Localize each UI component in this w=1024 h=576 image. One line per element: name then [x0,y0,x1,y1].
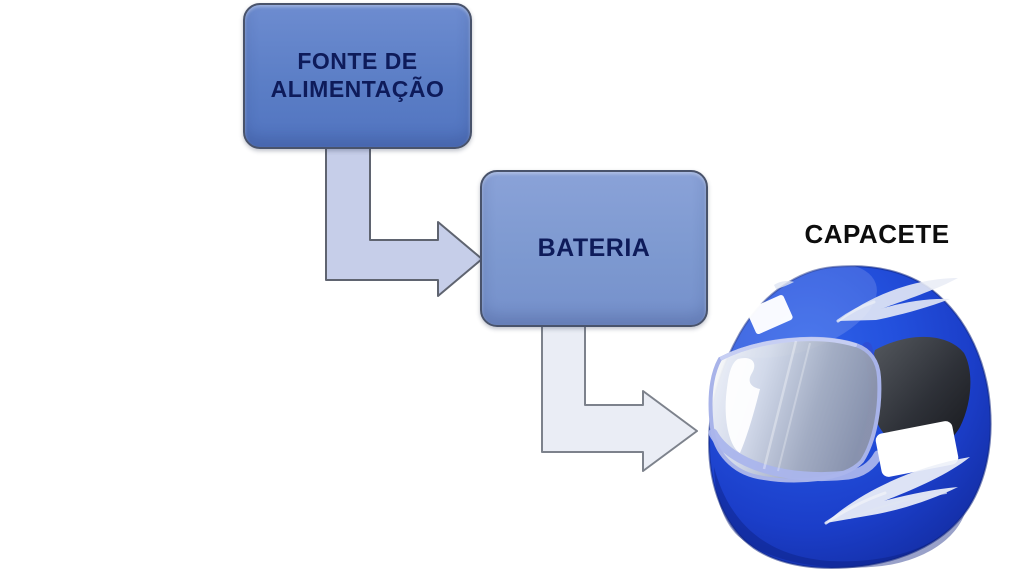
helmet-sticker-side [875,421,959,477]
helmet-chin-shadow [714,467,965,568]
helmet-visor-reflection [725,357,760,453]
helmet-graphic-bottom [824,457,970,525]
helmet-visor-rim [708,428,883,482]
node-bateria: BATERIA [480,170,708,327]
helmet-visor-top-rim [720,337,857,360]
helmet-sheen [713,262,877,358]
helmet-visor-streak [777,342,811,472]
helmet-visor-streak [762,340,798,470]
node-fonte-de-alimentacao: FONTE DE ALIMENTAÇÃO [243,3,472,149]
helmet-shell [707,265,992,569]
helmet-sticker-top [746,295,793,335]
node-fonte-label: FONTE DE ALIMENTAÇÃO [270,48,445,102]
node-bateria-label: BATERIA [537,234,651,262]
helmet-visor-edge [858,342,879,458]
helmet-visor [708,336,882,483]
helmet-image [707,262,992,569]
capacete-label: CAPACETE [804,219,950,249]
arrow-bateria-to-capacete [541,319,698,472]
helmet-visor-opening [871,336,971,451]
arrow-fonte-to-bateria [325,139,483,297]
helmet-graphic-top [774,278,958,323]
